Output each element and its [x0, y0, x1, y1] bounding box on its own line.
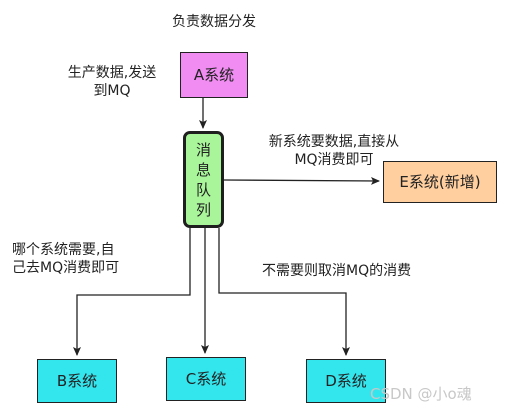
node-system-e-label: E系统(新增)	[399, 172, 481, 191]
node-system-c-label: C系统	[185, 369, 227, 388]
watermark: CSDN @小o魂	[370, 385, 472, 403]
each-system-label: 哪个系统需要,自 己去MQ消费即可	[12, 242, 120, 276]
edge-mq-to-b	[73, 228, 191, 356]
node-system-c: C系统	[166, 357, 246, 401]
mq-char: 列	[195, 200, 211, 219]
mq-char: 消	[195, 140, 211, 159]
edge-mq-to-d	[218, 228, 350, 356]
node-message-queue-label: 消 息 队 列	[196, 140, 212, 220]
node-system-d-label: D系统	[325, 371, 367, 390]
produce-label: 生产数据,发送 到MQ	[67, 65, 157, 99]
edge-mq-to-e	[223, 176, 380, 185]
new-system-label: 新系统要数据,直接从 MQ消费即可	[268, 134, 400, 168]
node-system-d: D系统	[306, 359, 386, 403]
node-system-b-label: B系统	[56, 371, 98, 390]
node-system-b: B系统	[37, 359, 117, 403]
node-message-queue: 消 息 队 列	[183, 131, 224, 228]
node-system-a-label: A系统	[193, 65, 235, 84]
mq-char: 队	[195, 180, 211, 199]
node-system-a: A系统	[180, 52, 248, 98]
diagram-title: 负责数据分发	[172, 14, 256, 30]
no-need-label: 不需要则取消MQ的消费	[262, 263, 412, 279]
node-system-e: E系统(新增)	[383, 161, 497, 203]
mq-char: 息	[195, 160, 211, 179]
